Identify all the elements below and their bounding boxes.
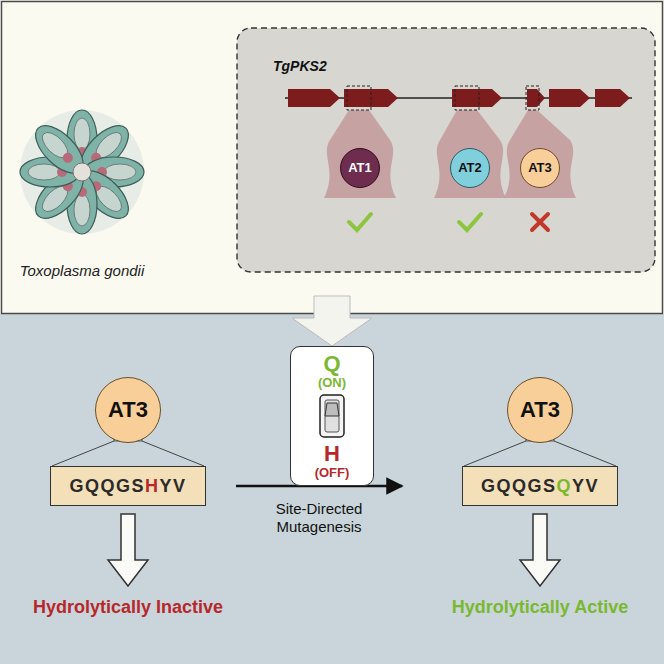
organism-name: Toxoplasma gondii — [20, 262, 145, 279]
domain-flare — [324, 110, 396, 198]
domain-flares — [324, 86, 576, 198]
gene-arrow — [288, 89, 340, 107]
domain-flare — [504, 110, 576, 198]
toxoplasma-illustration — [20, 110, 144, 234]
domain-circle: AT1 — [340, 148, 380, 188]
check-mark — [349, 214, 371, 230]
switch-letter: Q — [323, 351, 340, 376]
check-mark — [459, 214, 481, 230]
zoom-line — [52, 441, 114, 466]
gene-arrow — [549, 89, 590, 107]
gene-name: TgPKS2 — [273, 58, 327, 74]
domain-circle: AT3 — [520, 148, 560, 188]
parasite-cell — [73, 118, 137, 182]
sequence-box: GQQGSHYV — [50, 466, 206, 506]
domain-label: AT2 — [458, 161, 482, 176]
parasite-halo — [20, 110, 144, 234]
domain-marker — [526, 86, 539, 110]
domain-marker — [455, 86, 479, 110]
switch-state: (ON) — [318, 376, 346, 391]
domain-label: AT1 — [348, 161, 372, 176]
toggle-switch — [312, 393, 352, 439]
gene-arrows — [288, 89, 630, 107]
domain-circle: AT3 — [95, 377, 161, 443]
domain-label: AT3 — [520, 397, 560, 422]
switch-box: Q(ON) H(OFF) — [290, 346, 374, 486]
gene-panel — [237, 28, 655, 272]
zoom-line — [464, 441, 526, 466]
gene-arrow — [452, 89, 502, 107]
domain-label: AT3 — [528, 161, 552, 176]
bottom-panel — [0, 314, 664, 664]
zoom-line — [554, 441, 616, 466]
flow-arrow — [292, 296, 372, 346]
top-panel — [2, 2, 663, 314]
domain-flare — [434, 110, 506, 198]
parasite-cell — [28, 163, 92, 227]
sequence-text: GQQGSQYV — [481, 476, 599, 497]
sequence-text: GQQGSHYV — [69, 476, 186, 497]
cross-mark — [532, 214, 548, 230]
zoom-line — [142, 441, 204, 466]
switch-letter: H — [324, 441, 340, 466]
result-label: Hydrolytically Active — [452, 597, 628, 618]
gene-arrow — [527, 89, 545, 107]
domain-marker — [347, 86, 371, 110]
domain-circle: AT3 — [507, 377, 573, 443]
result-label: Hydrolytically Inactive — [33, 597, 223, 618]
parasite-cell — [28, 118, 92, 182]
edge-label: Site-Directed Mutagenesis — [259, 500, 379, 536]
sequence-box: GQQGSQYV — [462, 466, 618, 506]
switch-state: (OFF) — [315, 466, 350, 481]
result-arrow — [520, 514, 560, 586]
gene-arrow — [595, 89, 630, 107]
domain-circle: AT2 — [450, 148, 490, 188]
result-arrow — [108, 514, 148, 586]
gene-region: TgPKS2AT1 AT2 AT3 — [237, 28, 655, 272]
domain-label: AT3 — [108, 397, 148, 422]
parasite-cell — [73, 163, 137, 227]
